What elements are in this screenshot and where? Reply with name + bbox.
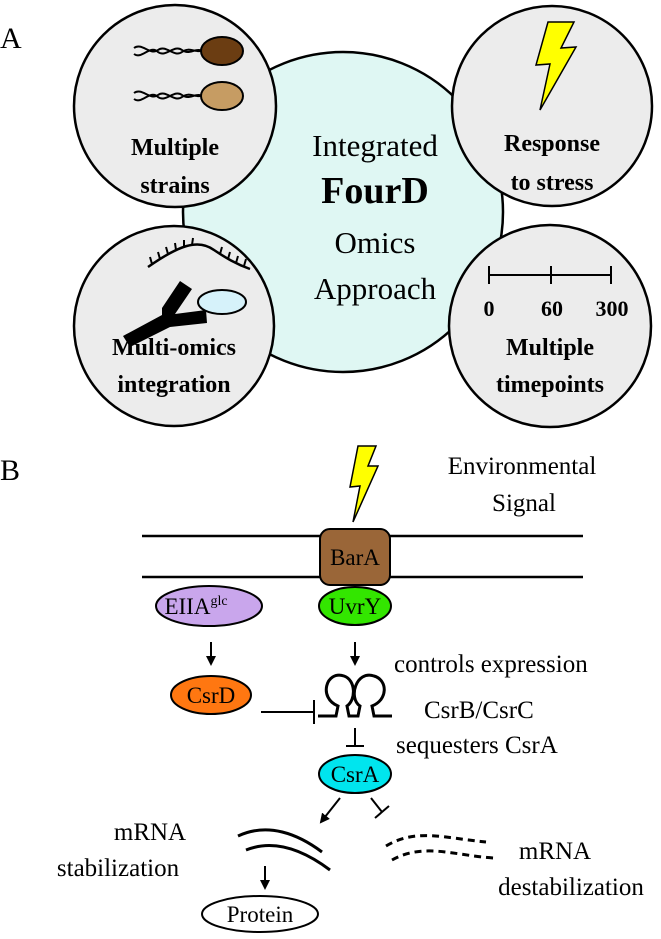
csrd-protein: CsrD xyxy=(170,675,252,715)
panel-b-label: B xyxy=(0,454,20,487)
protein-label: Protein xyxy=(227,902,294,927)
stress-circle: Response to stress xyxy=(450,4,654,208)
arrow-csra-to-stabilization xyxy=(319,797,341,824)
signal-label-1: Environmental xyxy=(448,453,597,480)
omics-circle: Multi-omics integration xyxy=(72,224,276,428)
eiia-label: EIIAglc xyxy=(164,594,227,619)
signal-label-2: Signal xyxy=(492,490,556,517)
stress-label-2: to stress xyxy=(511,170,594,196)
mrna-destabilization-label-1: mRNA xyxy=(519,838,591,865)
protein-node: Protein xyxy=(201,895,319,933)
csrbc-srna-icon xyxy=(318,673,392,718)
timepoint-tick-0: 0 xyxy=(484,296,495,321)
antibody-icon xyxy=(123,281,207,347)
eiia-superscript: glc xyxy=(210,594,227,609)
sequesters-label: sequesters CsrA xyxy=(396,732,558,759)
timepoints-circle: 0 60 300 Multiple timepoints xyxy=(447,223,653,429)
center-text-omics: Omics xyxy=(335,225,416,260)
timepoints-label-1: Multiple xyxy=(506,335,594,361)
inhibition-csrbc-to-csra xyxy=(346,728,364,747)
mrna-stabilization-label-1: mRNA xyxy=(114,819,186,846)
mrna-stable-icon xyxy=(237,828,331,872)
timepoint-tick-300: 300 xyxy=(596,296,629,321)
mrna-destabilization-label-2: destabilization xyxy=(498,874,644,901)
panel-a-label: A xyxy=(0,22,22,55)
inhibition-csrd-to-csrbc xyxy=(261,700,315,724)
controls-expression-label: controls expression xyxy=(394,651,588,678)
metabolite-oval-icon xyxy=(197,289,247,315)
bara-label: BarA xyxy=(330,545,380,570)
center-text-fourd: FourD xyxy=(321,170,429,212)
timepoints-label-2: timepoints xyxy=(496,372,604,398)
center-text-approach: Approach xyxy=(314,271,437,306)
eiia-protein: EIIAglc xyxy=(155,585,263,627)
signal-bolt-icon xyxy=(349,445,380,523)
mrna-stabilization-label-2: stabilization xyxy=(57,855,180,882)
center-text-integrated: Integrated xyxy=(312,128,438,163)
omics-label-1: Multi-omics xyxy=(112,335,236,361)
csra-protein: CsrA xyxy=(318,754,392,794)
rna-strand-icon xyxy=(147,237,251,271)
bacterium-icon-dark xyxy=(133,36,244,66)
strains-circle: Multiple strains xyxy=(72,3,278,209)
omics-label-2: integration xyxy=(117,372,230,398)
uvry-label: UvrY xyxy=(329,594,382,619)
inhibition-csra-to-destabilization xyxy=(370,797,390,819)
csra-label: CsrA xyxy=(331,762,380,787)
csrbc-label: CsrB/CsrC xyxy=(424,697,534,724)
mrna-degraded-icon xyxy=(385,834,495,862)
lightning-bolt-icon xyxy=(534,21,578,111)
stress-label-1: Response xyxy=(504,131,600,157)
timeline-icon xyxy=(488,266,612,284)
csrd-label: CsrD xyxy=(187,683,236,708)
uvry-protein: UvrY xyxy=(318,586,392,626)
strains-label-2: strains xyxy=(140,173,209,199)
bacterium-icon-light xyxy=(133,81,244,111)
bara-protein: BarA xyxy=(319,528,391,586)
timepoint-tick-60: 60 xyxy=(541,296,563,321)
strains-label-1: Multiple xyxy=(131,135,219,161)
